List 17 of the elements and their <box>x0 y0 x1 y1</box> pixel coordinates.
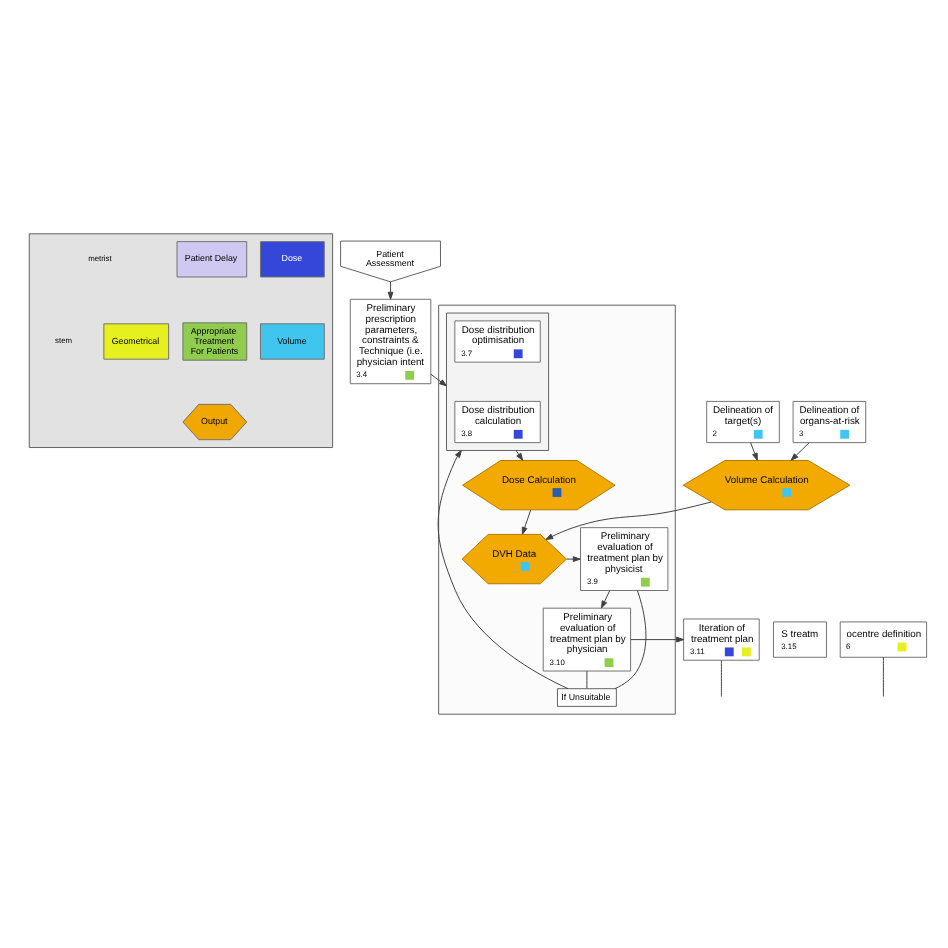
cluster <box>28 233 334 449</box>
arrow <box>387 281 394 300</box>
arrow <box>545 501 712 540</box>
connector <box>720 660 722 697</box>
connector <box>882 656 884 697</box>
arrow <box>430 373 447 387</box>
arrow <box>437 450 569 690</box>
arrow <box>515 450 524 461</box>
arrow <box>600 590 611 609</box>
arrow <box>630 636 684 643</box>
connector <box>586 670 588 689</box>
arrow <box>566 556 581 562</box>
cluster <box>446 312 550 451</box>
arrow <box>521 509 532 535</box>
connector <box>614 590 647 690</box>
arrow <box>790 442 810 461</box>
arrow <box>750 442 758 461</box>
